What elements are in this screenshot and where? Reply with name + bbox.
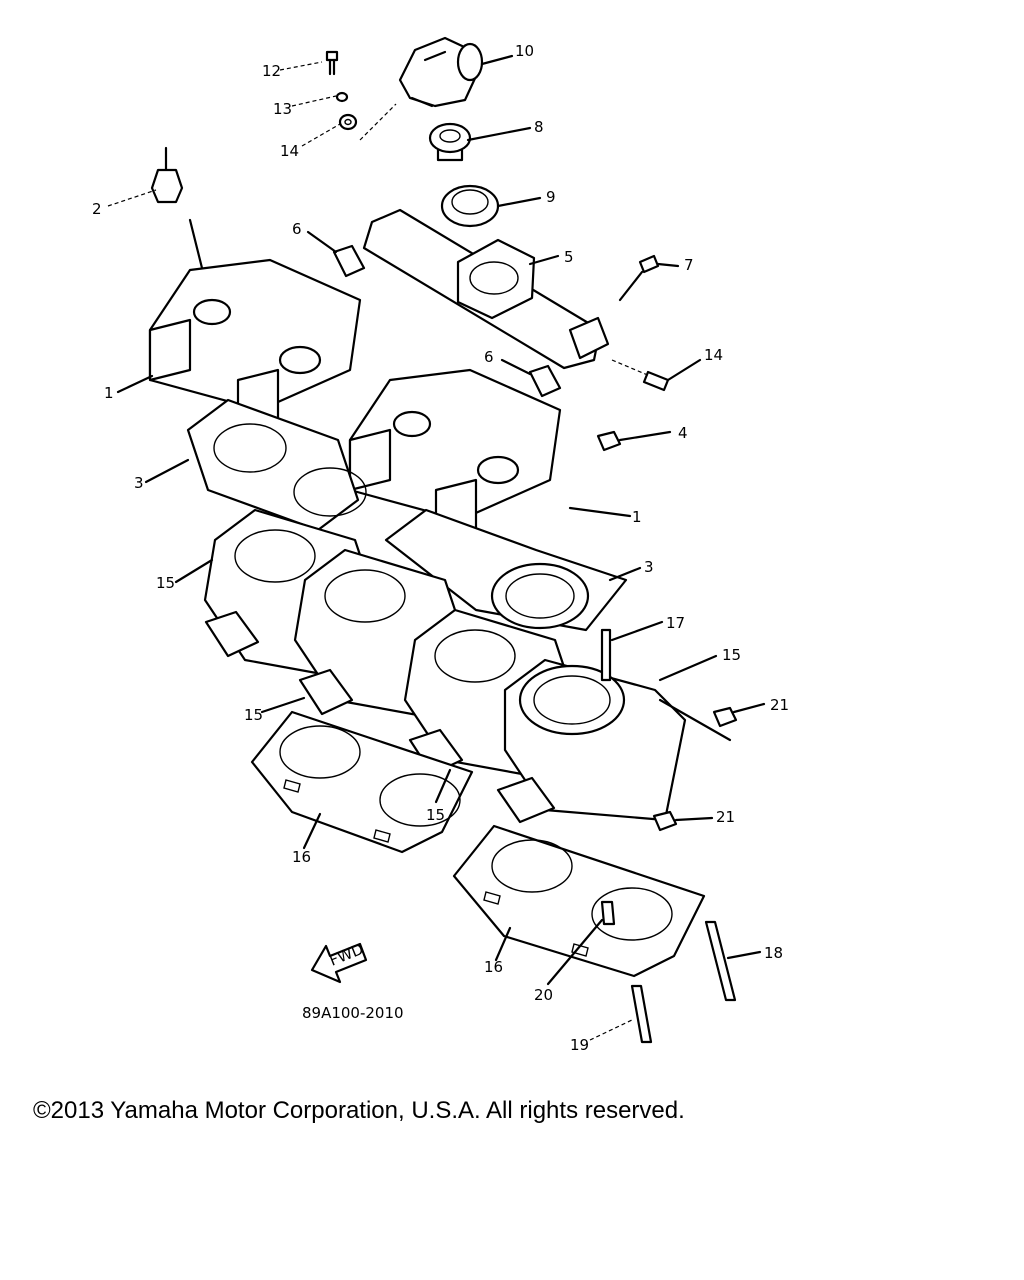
callout-4: 4 <box>678 424 688 442</box>
part-cylinder-head-1-rear <box>148 258 362 432</box>
callout-15-d: 15 <box>722 646 741 664</box>
callout-3-front: 3 <box>644 558 654 576</box>
leader-lines <box>107 54 766 1041</box>
callout-6-lower: 6 <box>484 348 494 366</box>
part-seal-9 <box>440 184 500 228</box>
part-nut-21-upper <box>712 706 738 728</box>
callout-11: 12 <box>262 62 281 80</box>
callout-labels: 12 13 14 10 8 9 2 6 5 7 6 14 1 4 3 1 3 1… <box>92 42 789 1054</box>
callout-16-front: 16 <box>484 958 503 976</box>
drawing-code: 89A100-2010 <box>302 1004 404 1022</box>
callout-1-rear: 1 <box>104 384 114 402</box>
callout-10: 10 <box>515 42 534 60</box>
part-head-gasket-3-rear <box>186 398 367 532</box>
callout-21-upper: 21 <box>770 696 789 714</box>
part-head-gasket-3-front <box>384 508 628 632</box>
part-washer-12 <box>335 91 349 103</box>
callout-9: 9 <box>546 188 556 206</box>
part-cylinder-head-1-front <box>348 368 562 542</box>
callout-3-rear: 3 <box>134 474 144 492</box>
part-nut-4 <box>596 430 622 452</box>
fwd-arrow-icon: FWD <box>310 940 368 984</box>
callout-21-lower: 21 <box>716 808 735 826</box>
part-nut-21-lower <box>652 810 678 832</box>
exploded-parts-diagram: FWD 12 13 <box>92 36 789 1054</box>
part-thermostat-cover-10 <box>398 36 484 108</box>
part-base-gasket-16-rear <box>250 710 474 854</box>
part-cylinder-15-d <box>496 658 687 824</box>
callout-16-rear: 16 <box>292 848 311 866</box>
part-thermostat-8 <box>428 122 472 162</box>
part-bolt-11 <box>325 50 339 76</box>
callout-19: 19 <box>570 1036 589 1054</box>
callout-8: 8 <box>534 118 544 136</box>
callout-17: 17 <box>666 614 685 632</box>
part-dowel-20 <box>600 900 616 926</box>
part-bolt-14 <box>642 370 670 392</box>
part-gasket-6-lower <box>528 364 562 398</box>
callout-12: 13 <box>273 100 292 118</box>
part-water-manifold-5 <box>362 208 610 370</box>
callout-15-c: 15 <box>426 806 445 824</box>
part-stud-17 <box>600 628 612 682</box>
callout-2: 2 <box>92 200 102 218</box>
callout-6-upper: 6 <box>292 220 302 238</box>
callout-14: 14 <box>704 346 723 364</box>
part-gasket-6-upper <box>332 244 366 278</box>
part-stud-19 <box>630 984 653 1044</box>
callout-20: 20 <box>534 986 553 1004</box>
callout-18: 18 <box>764 944 783 962</box>
callout-7: 7 <box>684 256 694 274</box>
part-bolt-7 <box>618 254 660 302</box>
callout-15-b: 15 <box>244 706 263 724</box>
callout-13: 14 <box>280 142 299 160</box>
callout-15-a: 15 <box>156 574 175 592</box>
callout-1-front: 1 <box>632 508 642 526</box>
part-stud-18 <box>704 920 737 1002</box>
callout-5: 5 <box>564 248 574 266</box>
part-washer-13 <box>338 113 358 131</box>
part-base-gasket-16-front <box>452 824 706 978</box>
copyright-notice: ©2013 Yamaha Motor Corporation, U.S.A. A… <box>33 1097 685 1124</box>
